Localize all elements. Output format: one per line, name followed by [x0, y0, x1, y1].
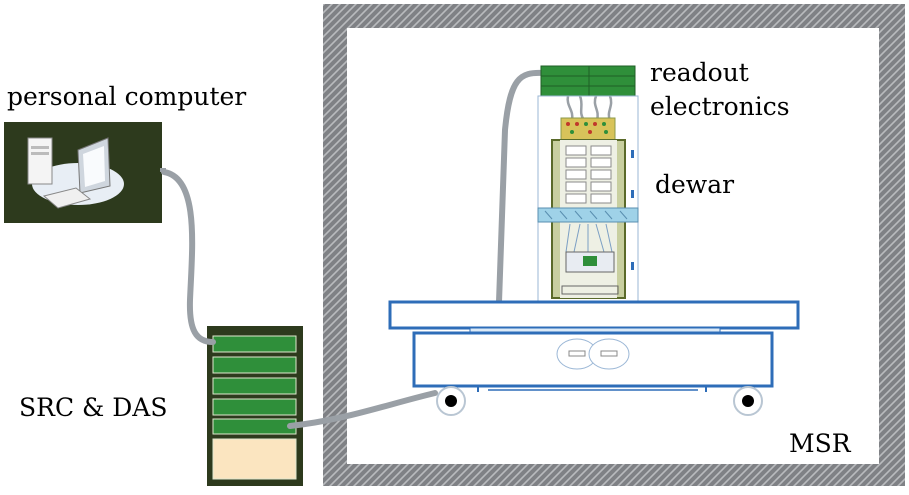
msr-label: MSR: [789, 429, 851, 458]
readout-label-line2: electronics: [650, 92, 790, 121]
personal-computer-icon: [4, 122, 166, 223]
dewar-label: dewar: [655, 170, 735, 199]
src-das-rack: [207, 326, 303, 486]
cables: [161, 69, 546, 429]
bed-wheels: [436, 386, 763, 416]
src-das-label: SRC & DAS: [19, 393, 168, 422]
personal-computer-label: personal computer: [7, 82, 247, 111]
dewar: [537, 95, 639, 303]
readout-label-line1: readout: [650, 58, 749, 87]
patient-bed: [388, 300, 800, 392]
